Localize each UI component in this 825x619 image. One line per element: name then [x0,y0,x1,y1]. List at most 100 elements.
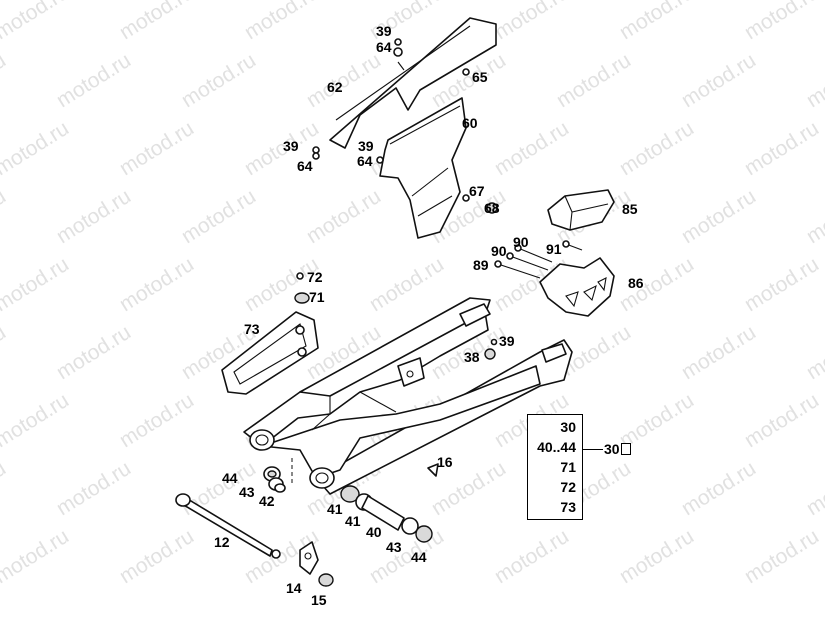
callout-86: 86 [628,275,644,291]
left-bearing-stack [263,466,286,493]
swingarm-body [243,297,573,495]
pivot-shaft-part-12 [175,493,281,559]
watermark-text: motod.ru [240,0,322,44]
watermark-text: motod.ru [115,525,197,588]
watermark-text: motod.ru [52,185,134,248]
kit-connector-line [583,449,603,450]
callout-85: 85 [622,201,638,217]
callout-60: 60 [462,115,478,131]
watermark-text: motod.ru [365,253,447,316]
callout-91: 91 [546,241,562,257]
watermark-text: motod.ru [740,389,822,452]
callout-65: 65 [472,69,488,85]
kit-item-40-44: 40..44 [537,439,576,455]
nut-38-bolt-39 [484,338,498,360]
callout-15: 15 [311,592,327,608]
watermark-text: motod.ru [740,525,822,588]
watermark-text: motod.ru [0,49,10,112]
watermark-text: motod.ru [0,0,73,44]
watermark-text: motod.ru [677,185,759,248]
kit-item-72: 72 [560,479,576,495]
callout-62: 62 [327,79,343,95]
watermark-text: motod.ru [802,321,825,384]
right-bearing-stack [340,485,433,543]
watermark-text: motod.ru [677,321,759,384]
callout-71: 71 [309,289,325,305]
watermark-text: motod.ru [615,525,697,588]
callout-12: 12 [214,534,230,550]
callout-41-a: 41 [327,501,343,517]
callout-68: 68 [484,200,500,216]
watermark-text: motod.ru [115,389,197,452]
watermark-text: motod.ru [740,253,822,316]
callout-72: 72 [307,269,323,285]
watermark-text: motod.ru [115,0,197,44]
chain-guard-top-part-62 [329,17,497,149]
kit-contents-box: 30 40..44 71 72 73 [527,414,583,520]
watermark-text: motod.ru [740,117,822,180]
watermark-text: motod.ru [802,457,825,520]
callout-39-top: 39 [376,23,392,39]
watermark-text: motod.ru [302,185,384,248]
watermark-text: motod.ru [677,457,759,520]
chain-slider-part-73 [221,311,319,395]
kit-item-73: 73 [560,499,576,515]
watermark-text: motod.ru [52,321,134,384]
kit-item-71: 71 [560,459,576,475]
callout-64-mid: 64 [357,153,373,169]
callout-64-left: 64 [297,158,313,174]
callout-90-left: 90 [491,243,507,259]
callout-89: 89 [473,257,489,273]
watermark-text: motod.ru [52,457,134,520]
bolt-16 [427,463,439,477]
watermark-text: motod.ru [740,0,822,44]
watermark-text: motod.ru [802,49,825,112]
watermark-text: motod.ru [0,321,10,384]
watermark-text: motod.ru [490,117,572,180]
watermark-text: motod.ru [115,117,197,180]
callout-43-left: 43 [239,484,255,500]
watermark-text: motod.ru [552,49,634,112]
callout-90-right: 90 [513,234,529,250]
watermark-text: motod.ru [0,253,73,316]
callout-43-right: 43 [386,539,402,555]
watermark-text: motod.ru [0,389,73,452]
watermark-text: motod.ru [0,117,73,180]
callout-42: 42 [259,493,275,509]
callout-39-left: 39 [283,138,299,154]
chain-slider-part-85 [547,189,615,231]
callout-39-right: 39 [499,333,515,349]
callout-67: 67 [469,183,485,199]
watermark-text: motod.ru [490,525,572,588]
watermark-text: motod.ru [615,117,697,180]
callout-labels: 39 64 65 62 60 39 64 39 64 67 68 85 90 9… [214,23,644,608]
watermark-text: motod.ru [177,185,259,248]
callout-64-top: 64 [376,39,392,55]
watermark-text: motod.ru [0,525,73,588]
watermark-text: motod.ru [677,49,759,112]
watermark-text: motod.ru [0,185,10,248]
kit-item-30: 30 [560,419,576,435]
watermark-text: motod.ru [490,0,572,44]
callout-41-b: 41 [345,513,361,529]
watermark-text: motod.ru [802,185,825,248]
chain-guide-part-86 [539,257,615,317]
chain-guide-bolts [494,240,583,279]
watermark-text: motod.ru [0,457,10,520]
bolt-72-bushing-71 [294,272,310,304]
watermark-text: motod.ru [615,0,697,44]
callout-14: 14 [286,580,302,596]
callout-38: 38 [464,349,480,365]
kit-square-symbol [621,443,631,455]
plate-14-nut-15 [299,541,334,587]
callout-44-left: 44 [222,470,238,486]
watermark-text: motod.ru [177,49,259,112]
callout-73: 73 [244,321,260,337]
callout-16: 16 [437,454,453,470]
callout-39-mid: 39 [358,138,374,154]
watermark-text: motod.ru [115,253,197,316]
watermark-text: motod.ru [52,49,134,112]
callout-44-right: 44 [411,549,427,565]
callout-40: 40 [366,524,382,540]
